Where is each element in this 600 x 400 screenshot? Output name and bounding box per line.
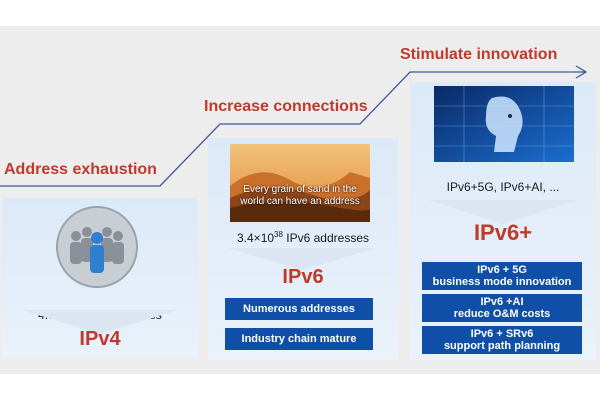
feature-box-title: IPv6 +AI: [480, 296, 524, 308]
ipv6-chevron: [228, 248, 376, 270]
ipv6plus-feature-box: IPv6 + SRv6 support path planning: [422, 326, 582, 354]
diagram-canvas: Address exhaustion Increase connections …: [0, 26, 600, 374]
ipv4-chevron: [22, 310, 178, 334]
feature-box-subtitle: business mode innovation: [432, 276, 572, 288]
people-network-icon: [56, 206, 138, 288]
ipv6plus-caption: IPv6+5G, IPv6+AI, ...: [446, 180, 560, 194]
feature-box-title: IPv6 + 5G: [477, 264, 527, 276]
staircase-arrow: [0, 65, 588, 187]
sand-dunes-image: Every grain of sand in the world can hav…: [230, 144, 370, 222]
ipv6-feature-box: Numerous addresses: [225, 298, 373, 320]
ipv6plus-feature-box: IPv6 + 5G business mode innovation: [422, 262, 582, 290]
ipv6plus-feature-box: IPv6 +AI reduce O&M costs: [422, 294, 582, 322]
feature-box-subtitle: support path planning: [443, 340, 561, 352]
ipv4-label: IPv4: [79, 328, 121, 350]
ipv6-feature-box: Industry chain mature: [225, 328, 373, 350]
step-label-increase-connections: Increase connections: [204, 98, 368, 115]
ai-face-image: [434, 86, 574, 162]
sand-image-text: Every grain of sand in the world can hav…: [240, 184, 360, 207]
step-label-stimulate-innovation: Stimulate innovation: [400, 46, 558, 63]
ipv6plus-label: IPv6+: [473, 220, 533, 245]
ipv6-caption: 3.4×1038 IPv6 addresses: [237, 230, 369, 245]
ipv6-label: IPv6: [282, 266, 324, 288]
feature-box-title: IPv6 + SRv6: [470, 328, 534, 340]
step-label-address-exhaustion: Address exhaustion: [4, 161, 157, 178]
feature-box-subtitle: reduce O&M costs: [453, 308, 551, 320]
ipv6plus-chevron: [428, 200, 578, 224]
